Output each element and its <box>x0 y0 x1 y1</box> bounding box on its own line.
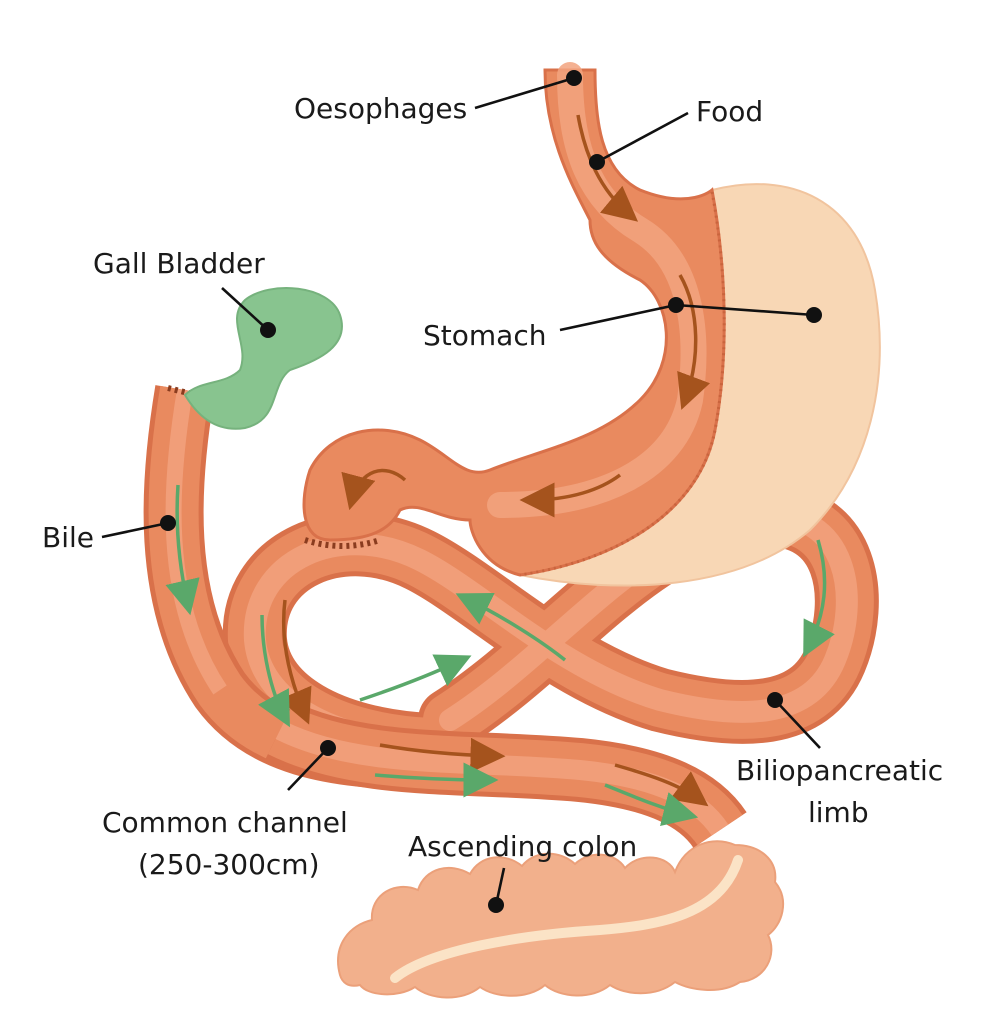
label-gall-bladder: Gall Bladder <box>93 247 265 280</box>
food-arrow <box>379 737 506 773</box>
label-biliopancreatic-limb: limb <box>808 796 869 829</box>
bile-arrow <box>258 614 290 728</box>
bile-arrow <box>165 484 200 616</box>
food-arrow <box>519 473 622 518</box>
bile-flow-arrows <box>165 484 835 827</box>
label-common-channel-length: (250-300cm) <box>138 848 320 881</box>
label-ascending-colon: Ascending colon <box>408 830 637 863</box>
bile-arrow <box>359 654 472 702</box>
label-oesophagus: Oesophages <box>294 92 467 125</box>
label-biliopancreatic: Biliopancreatic <box>736 754 943 787</box>
food-arrow <box>677 274 710 410</box>
callouts <box>101 70 822 913</box>
label-stomach: Stomach <box>423 319 546 352</box>
food-arrow <box>341 468 407 511</box>
bile-arrow <box>604 783 699 827</box>
food-arrow <box>279 599 312 725</box>
ascending-colon-shape <box>337 840 784 999</box>
label-food: Food <box>696 95 763 128</box>
gall-bladder-shape <box>183 287 343 430</box>
bile-arrow <box>803 539 835 658</box>
bile-arrow <box>374 762 499 798</box>
food-arrow <box>576 114 639 222</box>
bile-arrow <box>455 592 567 662</box>
label-bile: Bile <box>42 521 94 554</box>
label-common-channel: Common channel <box>102 806 348 839</box>
